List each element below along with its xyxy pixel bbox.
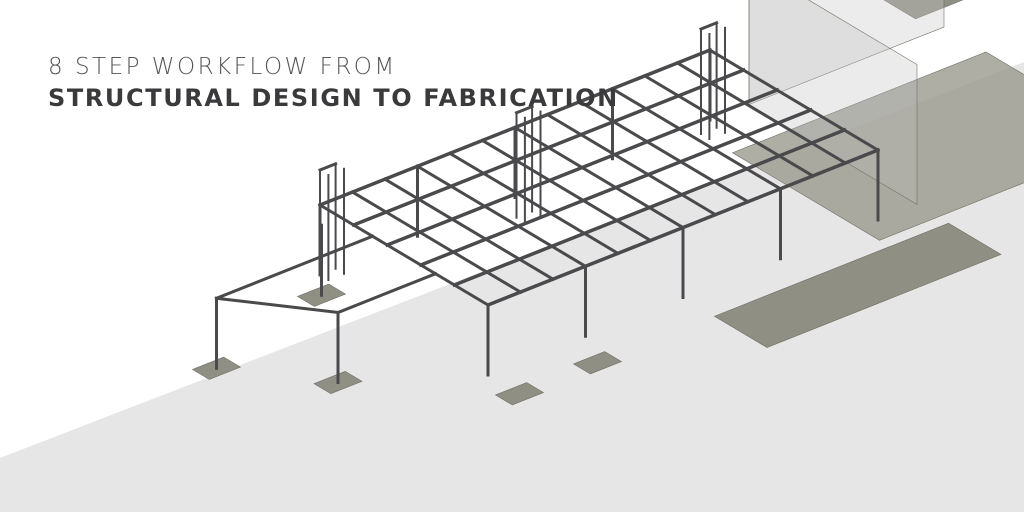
roof-beam xyxy=(382,177,556,282)
roof-beam xyxy=(317,202,491,308)
roof-beam xyxy=(480,138,653,243)
roof-beam xyxy=(610,86,783,191)
roof-beam xyxy=(214,296,340,315)
banner-title: STRUCTURAL DESIGN TO FABRICATION xyxy=(48,84,619,112)
roof-beam xyxy=(642,73,815,178)
tower-beam xyxy=(318,161,338,172)
roof-beam xyxy=(336,271,438,315)
glass-wall xyxy=(748,0,918,206)
banner-subtitle: 8 STEP WORKFLOW FROM xyxy=(48,54,397,80)
roof-beam xyxy=(350,190,523,295)
roof-beam xyxy=(577,99,750,204)
roof-girder xyxy=(384,87,780,248)
concrete-slabs xyxy=(191,0,1024,406)
tower-beam xyxy=(699,20,719,31)
roof-girder xyxy=(452,127,847,288)
roof-girder xyxy=(317,47,713,208)
roof-beam xyxy=(512,125,685,230)
glass-volume xyxy=(748,0,945,206)
roof-girder xyxy=(351,67,746,228)
roof-beam xyxy=(214,234,375,301)
roof-girder xyxy=(485,147,881,308)
footing xyxy=(572,351,623,375)
tower-beam xyxy=(514,104,535,115)
steel-frame xyxy=(214,20,881,384)
roof-beam xyxy=(675,60,848,166)
concrete-slab xyxy=(883,0,964,20)
footing xyxy=(494,382,545,406)
roof-beam xyxy=(707,48,880,153)
roof-beam xyxy=(415,164,588,269)
concrete-slab xyxy=(731,51,1024,241)
roof-beam xyxy=(545,112,718,217)
roof-girder xyxy=(418,107,814,268)
roof-beam xyxy=(447,151,621,256)
concrete-slab xyxy=(713,222,1002,348)
